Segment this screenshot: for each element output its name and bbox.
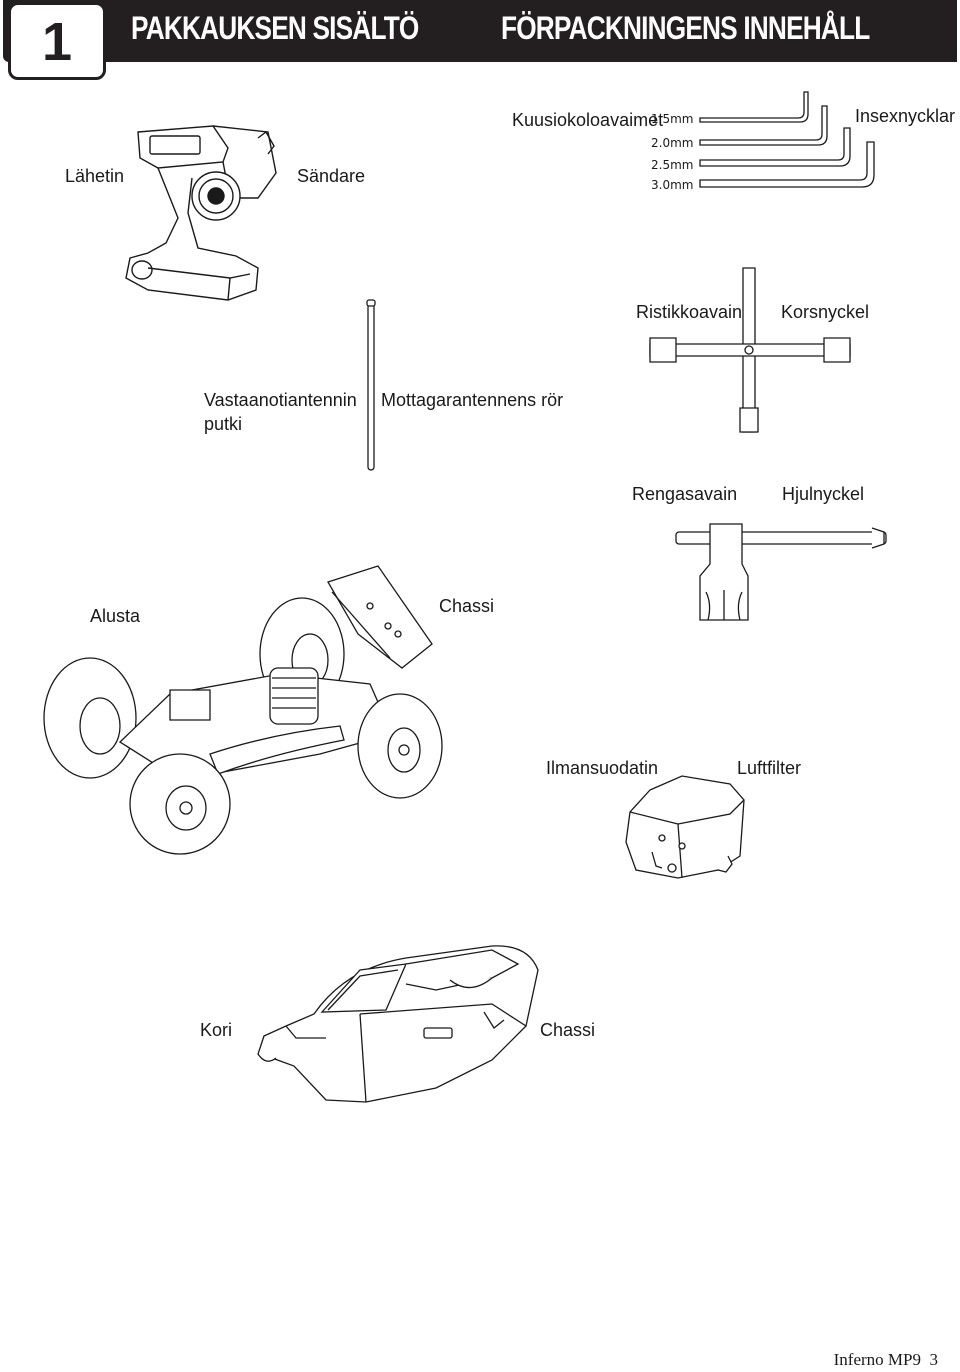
cross-wrench-label-sv: Korsnyckel (781, 302, 870, 322)
hex-wrenches-label-fi: Kuusiokoloavaimet (512, 110, 664, 130)
title-finnish: PAKKAUKSEN SISÄLTÖ (131, 10, 419, 46)
section-header-bar: PAKKAUKSEN SISÄLTÖ FÖRPACKNINGENS INNEHÅ… (3, 0, 957, 62)
transmitter-label-fi: Lähetin (65, 166, 125, 186)
hex-size-2: 2.0mm (651, 136, 694, 150)
wheel-wrench-label-sv: Hjulnyckel (782, 484, 865, 504)
hex-wrenches-label-sv: Insexnycklar (855, 106, 956, 126)
body-shell-illustration (256, 940, 544, 1108)
body-label-sv: Chassi (540, 1020, 596, 1040)
wheel-wrench-illustration (672, 520, 892, 624)
antenna-tube-illustration (364, 298, 378, 476)
step-number-box: 1 (8, 2, 106, 80)
cross-wrench-label-fi: Ristikkoavain (636, 302, 743, 322)
transmitter-label-sv: Sändare (297, 166, 366, 186)
footer-model: Inferno MP9 (833, 1350, 921, 1369)
hex-wrenches-illustration (700, 88, 880, 198)
body-label-fi: Kori (200, 1020, 233, 1040)
cross-wrench-illustration (648, 266, 852, 436)
page-footer: Inferno MP9 3 (834, 1350, 938, 1370)
chassis-label-fi: Alusta (90, 606, 141, 626)
wheel-wrench-label-fi: Rengasavain (632, 484, 738, 504)
hex-size-3: 2.5mm (651, 158, 694, 172)
antenna-tube-label-fi-1: Vastaanotiantennin (204, 390, 357, 410)
hex-size-1: 1.5mm (651, 112, 694, 126)
title-swedish: FÖRPACKNINGENS INNEHÅLL (501, 10, 870, 46)
antenna-tube-label-fi-2: putki (204, 414, 243, 434)
step-number: 1 (41, 12, 73, 72)
air-filter-illustration (622, 772, 750, 884)
hex-size-4: 3.0mm (651, 178, 694, 192)
air-filter-label-fi: Ilmansuodatin (546, 758, 659, 778)
footer-page-number: 3 (929, 1350, 939, 1369)
transmitter-illustration (118, 118, 298, 308)
chassis-label-sv: Chassi (439, 596, 495, 616)
air-filter-label-sv: Luftfilter (737, 758, 802, 778)
chassis-illustration (40, 564, 490, 850)
antenna-tube-label-sv: Mottagarantennens rör (381, 390, 564, 410)
